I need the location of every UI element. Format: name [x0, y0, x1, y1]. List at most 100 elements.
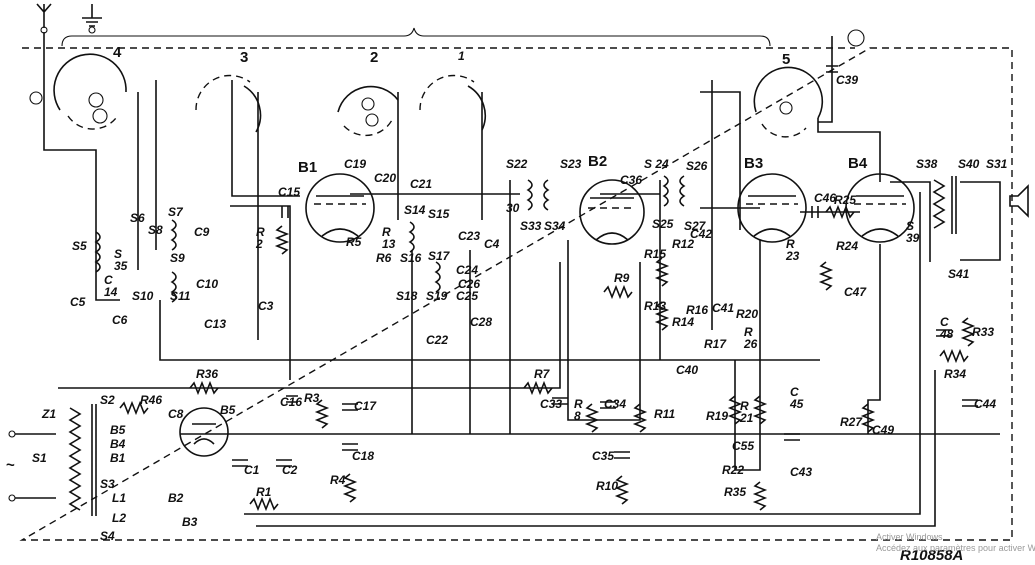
- switch-bank-4: [53, 53, 127, 130]
- component-label-c25: C25: [456, 289, 478, 303]
- component-label-s33: S33: [520, 219, 542, 233]
- pilot-lamp-socket-icon: [847, 29, 865, 47]
- antenna-feed: [43, 32, 120, 301]
- switch-bank-3: [195, 74, 262, 133]
- component-label-c46: C46: [814, 191, 836, 205]
- component-label-s15: S15: [428, 207, 450, 221]
- component-label-c40: C40: [676, 363, 698, 377]
- component-label-r5: R5: [346, 235, 362, 249]
- component-label-s19: S19: [426, 289, 448, 303]
- component-label-s38: S38: [916, 157, 938, 171]
- if-transformer-2: [662, 175, 686, 207]
- component-label-s26: S26: [686, 159, 708, 173]
- component-label-s4: S4: [100, 529, 115, 543]
- osc-lead: [231, 80, 300, 197]
- resistor-r46: [119, 400, 149, 416]
- component-label-c10: C10: [196, 277, 218, 291]
- vertical-resistors: [274, 225, 976, 511]
- component-label-c13: C13: [204, 317, 226, 331]
- component-label-c47: C47: [844, 285, 867, 299]
- bank-number-4: 4: [113, 44, 122, 61]
- bank-number-3: 3: [240, 49, 248, 66]
- component-label-b4t: B4: [110, 437, 126, 451]
- component-label-b2t: B2: [168, 491, 184, 505]
- component-label-s18: S18: [396, 289, 418, 303]
- component-label-r13: R13: [644, 299, 666, 313]
- component-label-r6: R6: [376, 251, 392, 265]
- component-label-c6: C6: [112, 313, 128, 327]
- mains-symbol: ~: [6, 457, 15, 474]
- component-label-s16: S16: [400, 251, 422, 265]
- component-label-c33: C33: [540, 397, 562, 411]
- component-label-s10: S10: [132, 289, 154, 303]
- component-label-r27: R27: [840, 415, 863, 429]
- component-label-r16: R16: [686, 303, 708, 317]
- component-label-s23: S23: [560, 157, 582, 171]
- tube-label-b5: B5: [220, 403, 236, 417]
- component-label-c16: C16: [280, 395, 302, 409]
- b2-feed: [567, 240, 641, 421]
- component-label-c43: C43: [790, 465, 812, 479]
- b-plus-bus-1: [244, 192, 921, 515]
- component-label-s34: S34: [544, 219, 566, 233]
- component-label-s25: S25: [652, 217, 674, 231]
- component-label-l1: L1: [112, 491, 126, 505]
- component-label-c44: C44: [974, 397, 996, 411]
- component-label-s6: S6: [130, 211, 145, 225]
- tube-label-b2: B2: [588, 153, 607, 170]
- component-label-s3: S3: [100, 477, 115, 491]
- component-label-c24: C24: [456, 263, 478, 277]
- bank-number-5: 5: [782, 51, 790, 68]
- coil-s9: [170, 271, 177, 303]
- component-label-s14: S14: [404, 203, 426, 217]
- heater-line: [159, 300, 820, 361]
- resistor-r7: [523, 380, 553, 396]
- component-label-c4: C4: [484, 237, 500, 251]
- agc-line: [58, 262, 561, 389]
- chassis-border: [19, 47, 1013, 541]
- component-label-r25: R25: [834, 193, 856, 207]
- ground-icon: [82, 4, 102, 34]
- component-label-s11: S11: [170, 289, 191, 303]
- component-label-r15: R15: [644, 247, 666, 261]
- component-label-r12: R12: [672, 237, 694, 251]
- component-label-c21: C21: [410, 177, 432, 191]
- tube-b5: [179, 407, 229, 457]
- component-label-c28: C28: [470, 315, 492, 329]
- component-label-r19: R19: [706, 409, 728, 423]
- capacitor-symbols: [232, 65, 978, 467]
- component-label-c26: C26: [458, 277, 480, 291]
- component-label-c41: C41: [712, 301, 734, 315]
- component-label-c18: C18: [352, 449, 374, 463]
- component-label-s17: S17: [428, 249, 451, 263]
- bank5-feed: [700, 80, 881, 330]
- component-label-z1: Z1: [41, 407, 56, 421]
- component-label-s41: S41: [948, 267, 970, 281]
- drawing-reference: R10858A: [900, 547, 963, 564]
- component-label-r3: R3: [304, 391, 320, 405]
- switch-bank-2: [337, 85, 399, 137]
- c39-lead: [818, 36, 833, 123]
- if-transformer-1: [526, 179, 550, 211]
- component-label-r20: R20: [736, 307, 758, 321]
- component-label-s2: S2: [100, 393, 115, 407]
- watermark-line2: Accédez aux paramètres pour activer Wind…: [876, 543, 1035, 553]
- component-label-s8: S8: [148, 223, 163, 237]
- component-label-b5t: B5: [110, 423, 126, 437]
- component-label-c15: C15: [278, 185, 300, 199]
- output-transformer: [932, 176, 957, 234]
- mains-plug-icon: [8, 430, 56, 502]
- tube-b3: [737, 173, 807, 243]
- bank-number-1: 1: [458, 49, 465, 63]
- component-label-r17: R17: [704, 337, 727, 351]
- component-label-c2: C2: [282, 463, 298, 477]
- component-label-r46: R46: [140, 393, 162, 407]
